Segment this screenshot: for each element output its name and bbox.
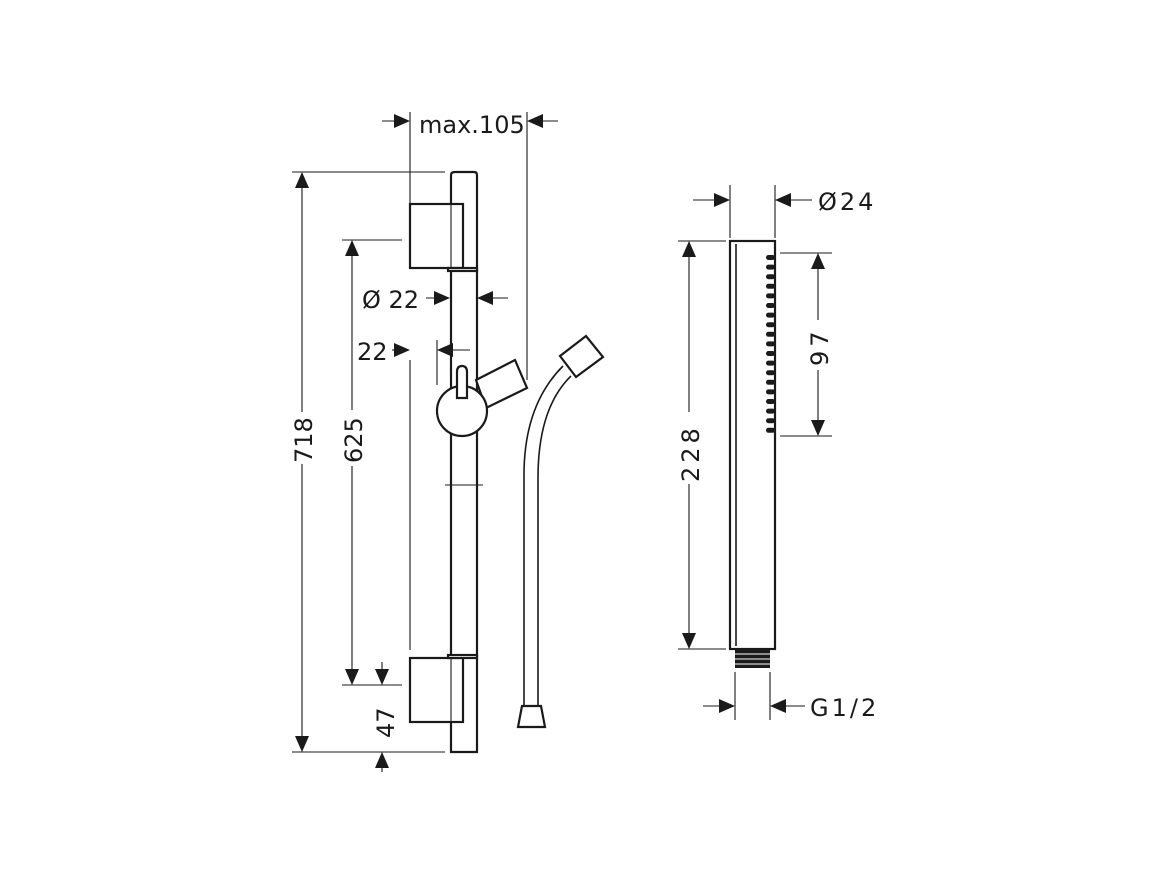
spray-nozzle xyxy=(766,293,775,299)
hand-shower-dimensions: Ø24 228 97 G1/2 xyxy=(674,185,879,722)
slider-holder xyxy=(435,358,529,438)
shower-rail-assembly xyxy=(408,170,605,754)
lower-wall-bracket xyxy=(408,656,465,724)
hand-shower xyxy=(728,239,777,668)
upper-wall-bracket xyxy=(408,202,465,270)
dim-handshower-length: 228 xyxy=(677,424,705,482)
dim-handshower-diameter: Ø24 xyxy=(818,188,876,216)
hand-shower-body xyxy=(728,239,777,651)
spray-nozzles xyxy=(766,255,775,433)
spray-nozzle xyxy=(766,370,775,376)
shower-hose xyxy=(516,334,605,729)
spray-nozzle xyxy=(766,283,775,289)
dim-thread-size: G1/2 xyxy=(810,694,879,722)
spray-nozzle xyxy=(766,322,775,328)
dim-max-reach: max.105 xyxy=(419,111,525,139)
spray-nozzle xyxy=(766,408,775,414)
spray-nozzle xyxy=(766,274,775,280)
dim-bar-depth: 22 xyxy=(357,338,388,366)
spray-nozzle xyxy=(766,379,775,385)
spray-nozzle xyxy=(766,312,775,318)
spray-nozzle xyxy=(766,418,775,424)
spray-nozzle xyxy=(766,255,775,260)
spray-nozzle xyxy=(766,360,775,366)
spray-nozzle xyxy=(766,427,775,433)
spray-nozzle xyxy=(766,303,775,308)
spray-nozzle xyxy=(766,264,775,270)
spray-nozzle xyxy=(766,389,775,395)
dim-spray-face-length: 97 xyxy=(806,327,834,366)
spray-nozzle xyxy=(766,341,775,347)
dim-bracket-spacing: 625 xyxy=(340,417,368,463)
dim-total-height: 718 xyxy=(290,417,318,463)
dim-bottom-offset: 47 xyxy=(372,707,400,738)
spray-nozzle xyxy=(766,331,775,337)
shower-bar xyxy=(449,170,479,754)
dim-bar-diameter: Ø 22 xyxy=(362,286,419,314)
rail-dimensions: max.105 718 625 Ø 22 22 xyxy=(288,111,558,772)
spray-nozzle xyxy=(766,399,775,404)
spray-nozzle xyxy=(766,351,775,356)
